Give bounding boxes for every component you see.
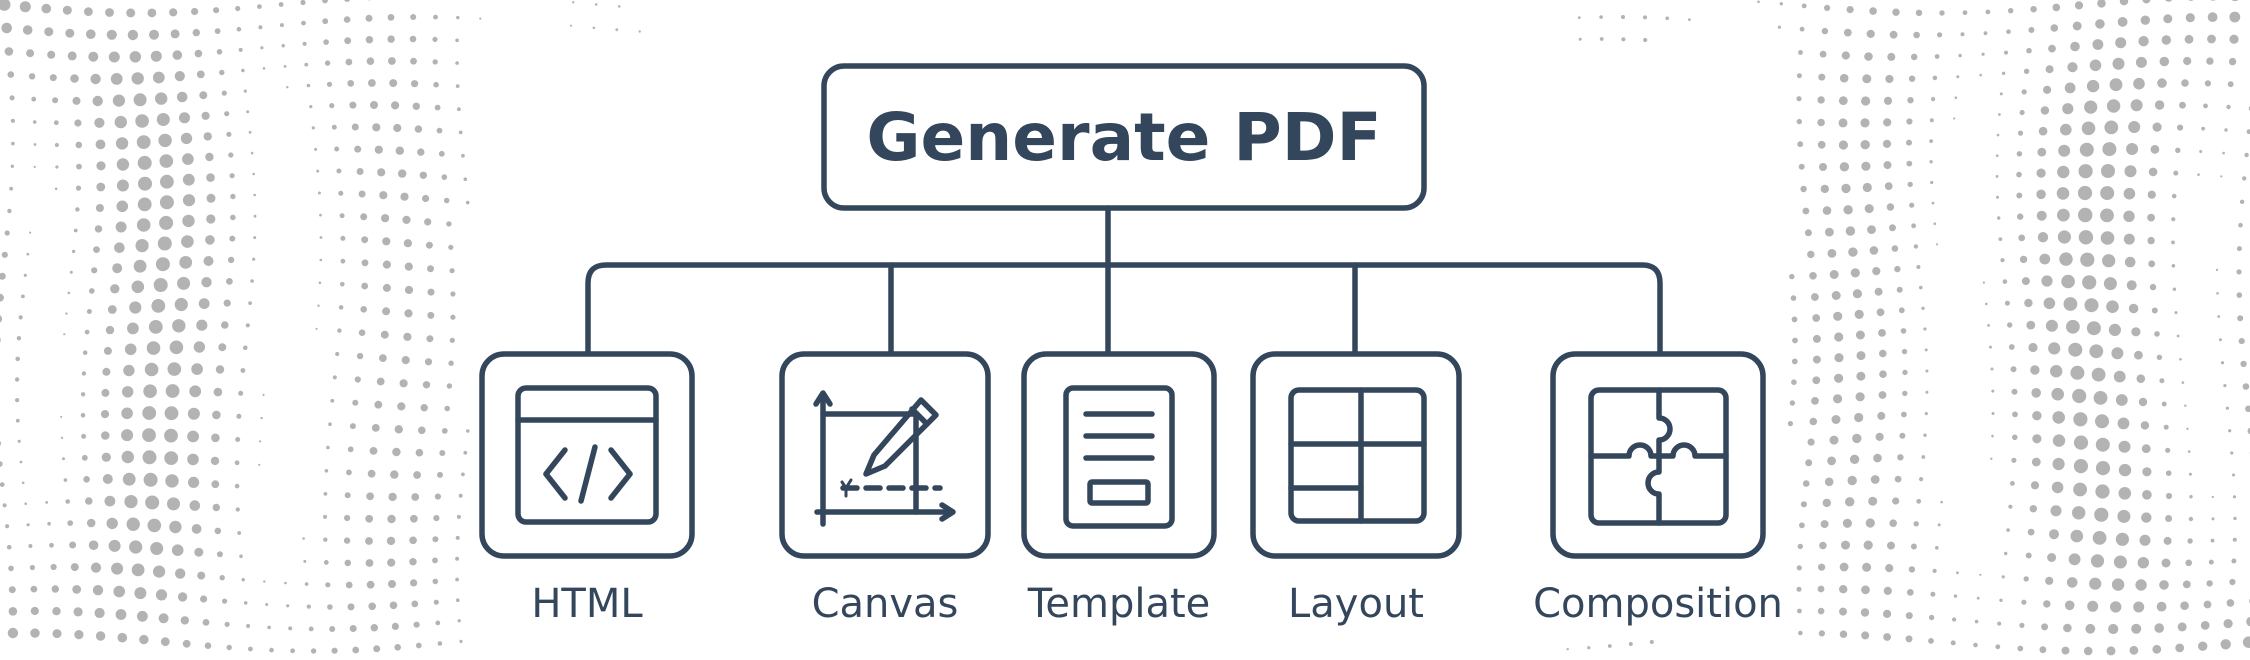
template-document-icon <box>1063 385 1175 529</box>
layout-grid-icon <box>1288 387 1427 524</box>
child-node-box-canvas <box>779 351 991 559</box>
html-code-window-icon <box>515 385 659 525</box>
child-label-canvas: Canvas <box>812 581 959 627</box>
root-node-box <box>821 63 1427 211</box>
child-label-layout: Layout <box>1288 581 1424 627</box>
child-label-composition: Composition <box>1533 581 1783 627</box>
child-label-template: Template <box>1027 581 1211 627</box>
child-node-box-template <box>1021 351 1217 559</box>
canvas-pencil-icon <box>813 390 956 527</box>
child-node-box-layout <box>1250 351 1462 559</box>
connector-lines <box>585 205 1663 355</box>
composition-puzzle-icon <box>1588 387 1729 526</box>
root-node-label: Generate PDF <box>866 99 1381 176</box>
child-label-html: HTML <box>531 581 643 627</box>
child-node-box-html <box>479 351 695 559</box>
